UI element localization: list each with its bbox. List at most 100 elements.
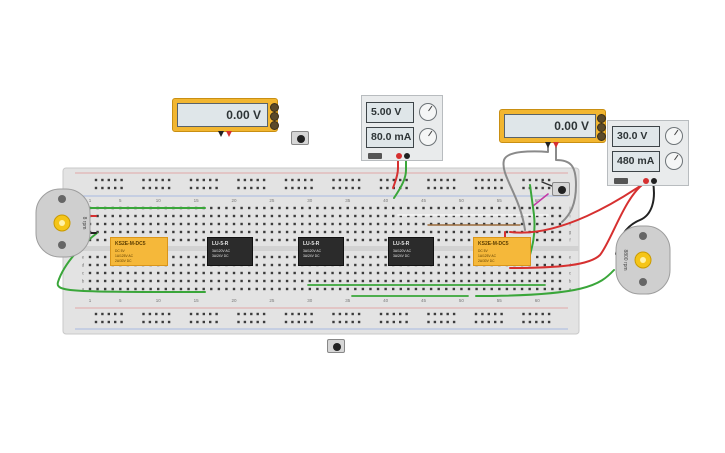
breadboard-hole[interactable] [422, 230, 425, 234]
breadboard-hole[interactable] [429, 206, 433, 210]
breadboard-hole[interactable] [505, 206, 509, 210]
breadboard-hole[interactable] [194, 222, 198, 226]
breadboard-hole[interactable] [293, 279, 296, 283]
breadboard-hole[interactable] [332, 186, 335, 190]
breadboard-hole[interactable] [338, 230, 342, 234]
breadboard-hole[interactable] [338, 287, 342, 291]
breadboard-hole[interactable] [475, 214, 478, 218]
breadboard-hole[interactable] [167, 320, 171, 324]
power-supply-right[interactable]: 30.0 V 480 mA [607, 120, 689, 186]
breadboard-hole[interactable] [407, 287, 410, 291]
breadboard-hole[interactable] [376, 230, 380, 234]
breadboard-hole[interactable] [338, 320, 342, 324]
breadboard-hole[interactable] [482, 230, 486, 234]
breadboard-hole[interactable] [460, 214, 463, 218]
power-switch[interactable] [368, 153, 382, 159]
multimeter-mode-knob[interactable] [270, 112, 279, 121]
breadboard-hole[interactable] [481, 320, 484, 324]
breadboard-hole[interactable] [392, 271, 395, 275]
breadboard-hole[interactable] [202, 186, 205, 190]
breadboard-hole[interactable] [467, 263, 471, 267]
breadboard-hole[interactable] [357, 312, 361, 316]
breadboard-hole[interactable] [263, 238, 266, 242]
breadboard-hole[interactable] [301, 287, 304, 291]
breadboard-hole[interactable] [386, 312, 389, 316]
breadboard-hole[interactable] [262, 320, 266, 324]
breadboard-hole[interactable] [392, 287, 395, 291]
breadboard-hole[interactable] [167, 186, 171, 190]
breadboard-hole[interactable] [427, 186, 430, 190]
breadboard-hole[interactable] [126, 271, 130, 275]
breadboard-hole[interactable] [482, 287, 486, 291]
breadboard-hole[interactable] [505, 287, 509, 291]
breadboard-hole[interactable] [247, 271, 251, 275]
breadboard-hole[interactable] [256, 178, 259, 182]
breadboard-hole[interactable] [475, 279, 478, 283]
breadboard-hole[interactable] [134, 279, 137, 283]
breadboard-hole[interactable] [407, 279, 410, 283]
breadboard-hole[interactable] [551, 271, 554, 275]
breadboard-hole[interactable] [167, 312, 171, 316]
breadboard-hole[interactable] [161, 312, 164, 316]
breadboard-hole[interactable] [210, 222, 213, 226]
breadboard-hole[interactable] [232, 206, 236, 210]
breadboard-hole[interactable] [263, 255, 266, 259]
dc-motor-right[interactable]: 8800 rpm [614, 224, 672, 296]
breadboard-hole[interactable] [285, 255, 289, 259]
breadboard-hole[interactable] [111, 271, 114, 275]
breadboard-hole[interactable] [490, 230, 493, 234]
breadboard-hole[interactable] [354, 230, 357, 234]
breadboard-hole[interactable] [346, 271, 349, 275]
breadboard-hole[interactable] [384, 279, 387, 283]
breadboard-hole[interactable] [103, 255, 107, 259]
breadboard-hole[interactable] [376, 238, 380, 242]
breadboard-hole[interactable] [293, 222, 296, 226]
terminal-negative[interactable] [651, 178, 657, 184]
breadboard-hole[interactable] [543, 222, 546, 226]
breadboard-hole[interactable] [179, 263, 183, 267]
breadboard-hole[interactable] [422, 222, 425, 226]
wire-red[interactable] [509, 181, 647, 269]
breadboard-hole[interactable] [474, 178, 478, 182]
breadboard-hole[interactable] [433, 312, 437, 316]
breadboard-hole[interactable] [433, 320, 437, 324]
breadboard-hole[interactable] [543, 279, 546, 283]
breadboard-hole[interactable] [96, 238, 99, 242]
breadboard-hole[interactable] [414, 279, 418, 283]
breadboard-hole[interactable] [119, 271, 122, 275]
breadboard-hole[interactable] [354, 279, 357, 283]
multimeter-mode-knob[interactable] [597, 114, 606, 123]
breadboard-hole[interactable] [528, 214, 531, 218]
breadboard-hole[interactable] [88, 287, 92, 291]
breadboard-hole[interactable] [149, 214, 152, 218]
breadboard-hole[interactable] [505, 222, 509, 226]
breadboard-hole[interactable] [120, 186, 123, 190]
breadboard-hole[interactable] [422, 287, 425, 291]
breadboard-hole[interactable] [187, 230, 190, 234]
breadboard-hole[interactable] [142, 186, 145, 190]
breadboard-hole[interactable] [357, 178, 361, 182]
breadboard-hole[interactable] [232, 271, 236, 275]
breadboard-hole[interactable] [126, 230, 130, 234]
breadboard-hole[interactable] [460, 287, 463, 291]
breadboard-hole[interactable] [225, 206, 228, 210]
breadboard-hole[interactable] [437, 230, 440, 234]
breadboard-hole[interactable] [161, 186, 164, 190]
breadboard-hole[interactable] [88, 255, 92, 259]
breadboard-hole[interactable] [142, 178, 145, 182]
breadboard-hole[interactable] [500, 320, 503, 324]
breadboard-hole[interactable] [202, 238, 205, 242]
breadboard-hole[interactable] [103, 214, 107, 218]
breadboard-hole[interactable] [96, 214, 99, 218]
breadboard-hole[interactable] [278, 255, 281, 259]
breadboard-hole[interactable] [354, 287, 357, 291]
breadboard-hole[interactable] [202, 287, 205, 291]
breadboard-hole[interactable] [392, 279, 395, 283]
breadboard-hole[interactable] [332, 178, 335, 182]
breadboard-hole[interactable] [543, 238, 546, 242]
breadboard-hole[interactable] [119, 287, 122, 291]
breadboard-hole[interactable] [285, 263, 289, 267]
breadboard-hole[interactable] [189, 312, 193, 316]
breadboard-hole[interactable] [293, 206, 296, 210]
breadboard-hole[interactable] [446, 178, 449, 182]
